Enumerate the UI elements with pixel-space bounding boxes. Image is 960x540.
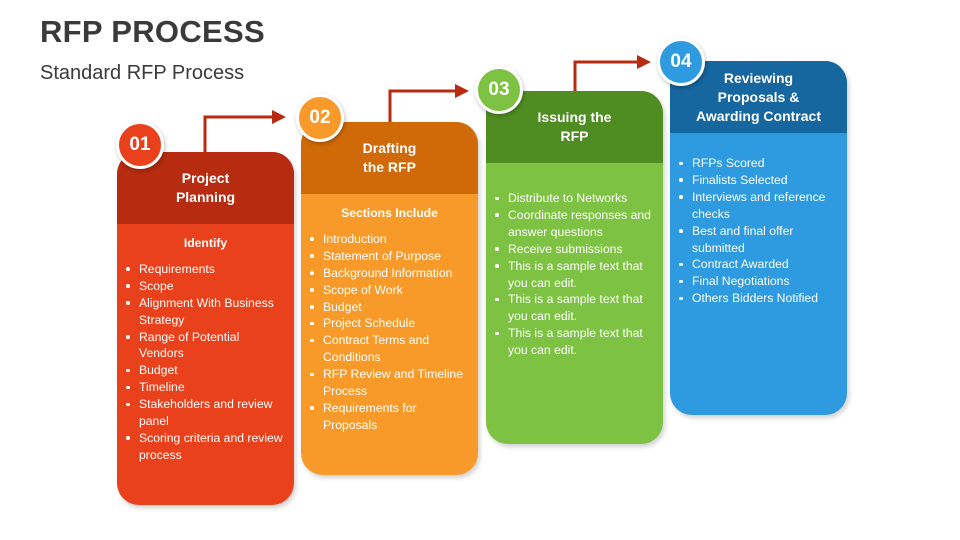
connector-arrow-2 xyxy=(388,89,457,122)
list-item: Scoring criteria and review process xyxy=(125,430,286,464)
step-list-4: RFPs Scored Finalists Selected Interview… xyxy=(678,155,839,307)
page-title: RFP PROCESS xyxy=(40,14,265,49)
step-card-2: Drafting the RFP Sections Include Introd… xyxy=(301,122,478,475)
step-section-label-2: Sections Include xyxy=(341,206,438,220)
connector-arrow-1 xyxy=(203,115,274,152)
list-item: Distribute to Networks xyxy=(494,190,655,207)
step-card-1: Project Planning Identify Requirements S… xyxy=(117,152,294,505)
step-section-label-1: Identify xyxy=(183,236,228,250)
list-item: Contract Awarded xyxy=(678,256,839,273)
list-item: Requirements xyxy=(125,261,286,278)
arrowhead-2 xyxy=(455,84,469,98)
list-item: Range of Potential Vendors xyxy=(125,329,286,363)
step-number-badge-2: 02 xyxy=(296,94,344,142)
step-number-badge-3: 03 xyxy=(475,66,523,114)
step-card-4: Reviewing Proposals & Awarding Contract … xyxy=(670,61,847,415)
connector-arrow-3 xyxy=(573,60,639,91)
list-item: Scope xyxy=(125,278,286,295)
step-body-1: Identify Requirements Scope Alignment Wi… xyxy=(117,224,294,505)
step-list-3: Distribute to Networks Coordinate respon… xyxy=(494,190,655,359)
list-item: This is a sample text that you can edit. xyxy=(494,291,655,325)
arrowhead-1 xyxy=(272,110,286,124)
list-item: Finalists Selected xyxy=(678,172,839,189)
list-item: Requirements for Proposals xyxy=(309,400,470,434)
step-list-1: Requirements Scope Alignment With Busine… xyxy=(125,261,286,464)
list-item: Background Information xyxy=(309,265,470,282)
list-item: Alignment With Business Strategy xyxy=(125,295,286,329)
list-item: Budget xyxy=(309,299,470,316)
step-list-2: Introduction Statement of Purpose Backgr… xyxy=(309,231,470,434)
list-item: Others Bidders Notified xyxy=(678,290,839,307)
list-item: Receive submissions xyxy=(494,241,655,258)
list-item: Budget xyxy=(125,362,286,379)
list-item: Project Schedule xyxy=(309,315,470,332)
step-body-3: Distribute to Networks Coordinate respon… xyxy=(486,163,663,444)
list-item: Timeline xyxy=(125,379,286,396)
list-item: This is a sample text that you can edit. xyxy=(494,325,655,359)
list-item: Coordinate responses and answer question… xyxy=(494,207,655,241)
list-item: Contract Terms and Conditions xyxy=(309,332,470,366)
step-number-badge-1: 01 xyxy=(116,121,164,169)
list-item: RFPs Scored xyxy=(678,155,839,172)
list-item: Scope of Work xyxy=(309,282,470,299)
list-item: Interviews and reference checks xyxy=(678,189,839,223)
step-body-2: Sections Include Introduction Statement … xyxy=(301,194,478,475)
list-item: Stakeholders and review panel xyxy=(125,396,286,430)
list-item: Statement of Purpose xyxy=(309,248,470,265)
step-body-4: RFPs Scored Finalists Selected Interview… xyxy=(670,133,847,415)
list-item: Introduction xyxy=(309,231,470,248)
step-card-3: Issuing the RFP Distribute to Networks C… xyxy=(486,91,663,444)
list-item: RFP Review and Timeline Process xyxy=(309,366,470,400)
page-subtitle: Standard RFP Process xyxy=(40,62,245,84)
list-item: Final Negotiations xyxy=(678,273,839,290)
list-item: Best and final offer submitted xyxy=(678,223,839,257)
step-number-badge-4: 04 xyxy=(657,38,705,86)
list-item: This is a sample text that you can edit. xyxy=(494,258,655,292)
arrowhead-3 xyxy=(637,55,651,69)
